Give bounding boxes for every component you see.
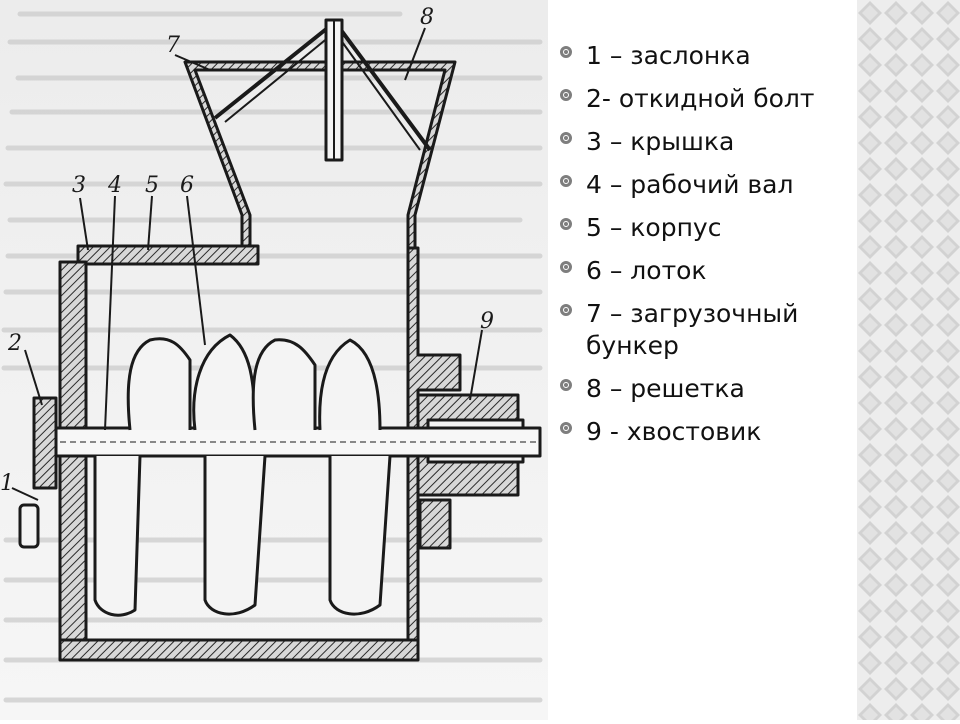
parts-list: 1 – заслонка 2- откидной болт 3 – крышка… bbox=[558, 40, 848, 448]
leader-lines bbox=[11, 27, 483, 501]
circle-bullet-icon bbox=[560, 46, 572, 58]
blade-lower-1 bbox=[93, 455, 142, 617]
flap-handle bbox=[18, 503, 40, 549]
blade-lower-2 bbox=[203, 455, 267, 616]
list-item-text: 7 – загрузочный бункер bbox=[586, 299, 799, 360]
list-item: 8 – решетка bbox=[558, 373, 848, 405]
list-item-text: 6 – лоток bbox=[586, 256, 707, 285]
blade-upper-1 bbox=[126, 337, 192, 431]
list-item: 3 – крышка bbox=[558, 126, 848, 158]
callout-2: 2 bbox=[7, 331, 22, 356]
blade-upper-4 bbox=[318, 338, 382, 431]
lid bbox=[76, 244, 260, 266]
list-item-text: 1 – заслонка bbox=[586, 41, 751, 70]
blade-lower-3 bbox=[328, 455, 392, 616]
decorative-diamond-pattern bbox=[857, 0, 960, 720]
callout-8: 8 bbox=[420, 5, 434, 30]
flap bbox=[32, 396, 58, 490]
circle-bullet-icon bbox=[560, 89, 572, 101]
callout-6: 6 bbox=[180, 173, 194, 198]
list-item: 1 – заслонка bbox=[558, 40, 848, 72]
machine-cross-section-diagram: 1 2 3 4 5 6 7 8 9 bbox=[0, 0, 548, 720]
pattern-svg bbox=[857, 0, 960, 720]
blade-upper-3 bbox=[251, 338, 317, 431]
circle-bullet-icon bbox=[560, 379, 572, 391]
list-item: 5 – корпус bbox=[558, 212, 848, 244]
list-item-text: 3 – крышка bbox=[586, 127, 735, 156]
circle-bullet-icon bbox=[560, 175, 572, 187]
list-item-text: 4 – рабочий вал bbox=[586, 170, 794, 199]
callout-9: 9 bbox=[480, 309, 494, 334]
diamond-tile-fill bbox=[857, 0, 960, 720]
callout-7: 7 bbox=[166, 33, 180, 58]
list-item: 7 – загрузочный бункер bbox=[558, 298, 848, 362]
body-bottom bbox=[58, 638, 420, 662]
callout-4: 4 bbox=[107, 173, 122, 198]
list-item: 9 - хвостовик bbox=[558, 416, 848, 448]
lower-bolt bbox=[418, 498, 452, 550]
body-left-wall bbox=[58, 260, 88, 659]
circle-bullet-icon bbox=[560, 422, 572, 434]
list-item: 6 – лоток bbox=[558, 255, 848, 287]
callout-1: 1 bbox=[0, 471, 14, 496]
list-item-text: 2- откидной болт bbox=[586, 84, 815, 113]
list-item-text: 8 – решетка bbox=[586, 374, 745, 403]
list-item: 2- откидной болт bbox=[558, 83, 848, 115]
callout-5: 5 bbox=[145, 173, 159, 198]
list-item-text: 9 - хвостовик bbox=[586, 417, 762, 446]
parts-legend: 1 – заслонка 2- откидной болт 3 – крышка… bbox=[558, 40, 848, 459]
circle-bullet-icon bbox=[560, 304, 572, 316]
circle-bullet-icon bbox=[560, 261, 572, 273]
circle-bullet-icon bbox=[560, 218, 572, 230]
circle-bullet-icon bbox=[560, 132, 572, 144]
machine-drawing bbox=[18, 18, 542, 662]
list-item-text: 5 – корпус bbox=[586, 213, 722, 242]
callout-3: 3 bbox=[72, 173, 86, 198]
list-item: 4 – рабочий вал bbox=[558, 169, 848, 201]
callout-labels: 1 2 3 4 5 6 7 8 9 bbox=[0, 5, 494, 496]
diagram-svg: 1 2 3 4 5 6 7 8 9 bbox=[0, 0, 548, 720]
